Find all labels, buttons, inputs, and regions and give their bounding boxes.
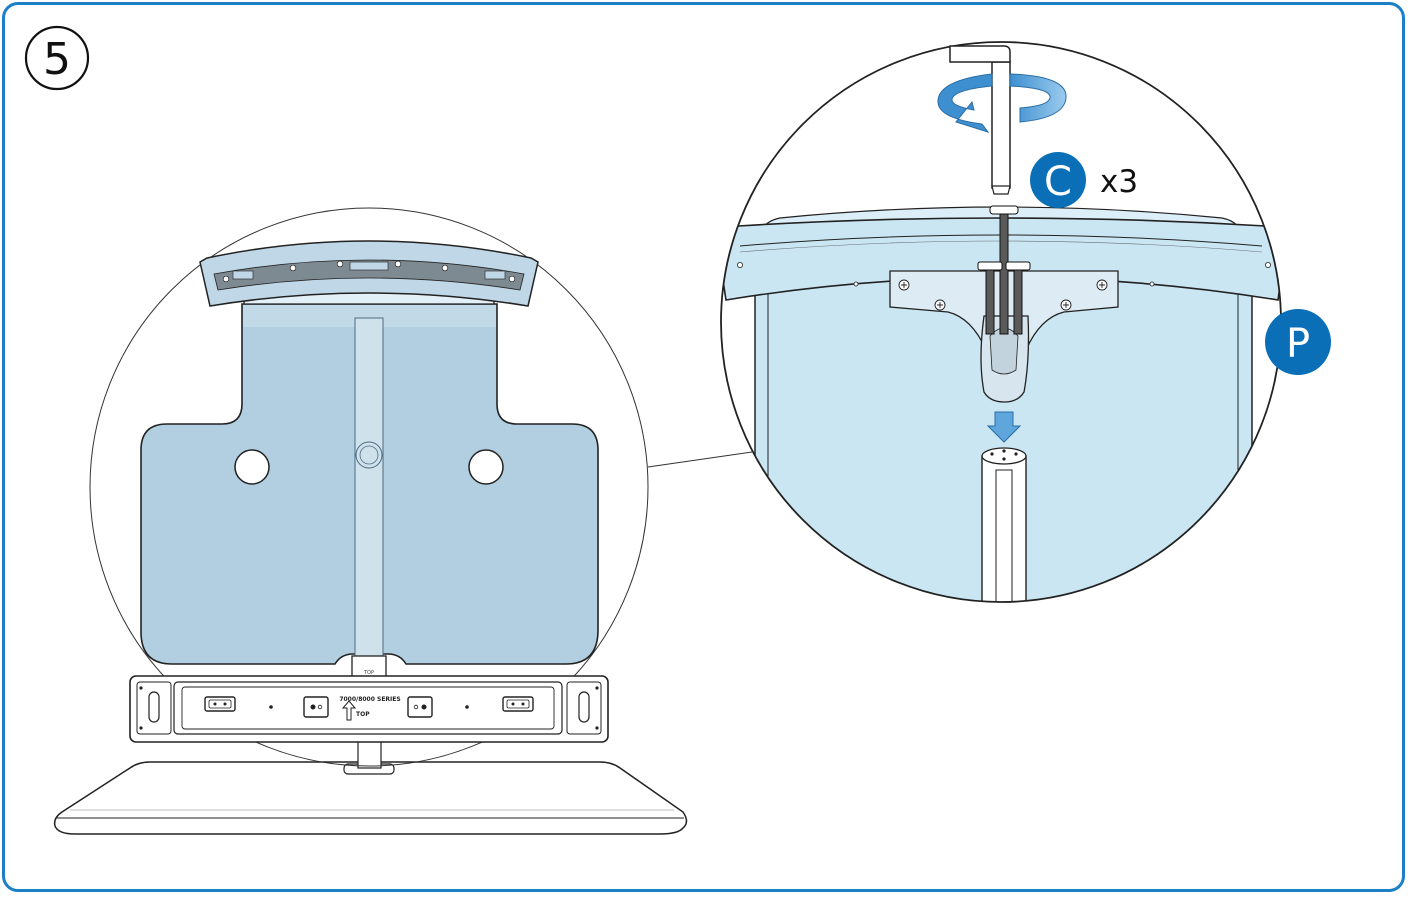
- overview-illustration: TOP: [53, 207, 688, 835]
- screw-c-badge: C: [1030, 152, 1086, 208]
- bracket-slot-3: [407, 696, 433, 718]
- screw-c-letter: C: [1044, 159, 1072, 205]
- bracket-top-label: TOP: [356, 711, 370, 718]
- step-number-badge: 5: [24, 25, 90, 91]
- bracket-slot-4: [502, 696, 534, 712]
- bracket-slot-1: [204, 696, 236, 712]
- step-number-label: 5: [43, 34, 71, 85]
- zoom-detail: C x3 P: [720, 41, 1331, 603]
- rotate-arrow-icon: [937, 73, 1067, 133]
- zoom-screws: [977, 205, 1031, 335]
- screw-quantity-label: x3: [1100, 164, 1138, 200]
- panel-p-letter: P: [1286, 321, 1310, 367]
- bracket-slot-2: [303, 696, 329, 718]
- neck-top-label: TOP: [363, 670, 374, 676]
- bracket-keyhole-left: [136, 681, 172, 735]
- bracket-series-label: 7000/8000 SERIES: [339, 696, 400, 703]
- wall-bracket-bar: 7000/8000 SERIES TOP: [129, 675, 609, 743]
- panel-p-badge: P: [1265, 309, 1331, 375]
- top-curved-bracket: [199, 240, 539, 307]
- stand-base-plate: [53, 761, 688, 835]
- bracket-keyhole-right: [566, 681, 602, 735]
- allen-key: [949, 45, 1011, 195]
- zoom-stand-tube: [981, 447, 1027, 602]
- central-channel: [354, 317, 384, 665]
- mount-hole-left: [234, 449, 270, 485]
- mount-hole-right: [468, 449, 504, 485]
- overview-zoom-circle: [89, 207, 649, 767]
- top-arrow-icon: [341, 700, 357, 721]
- zoom-connector-line: [647, 451, 753, 468]
- insert-down-arrow: [986, 411, 1022, 443]
